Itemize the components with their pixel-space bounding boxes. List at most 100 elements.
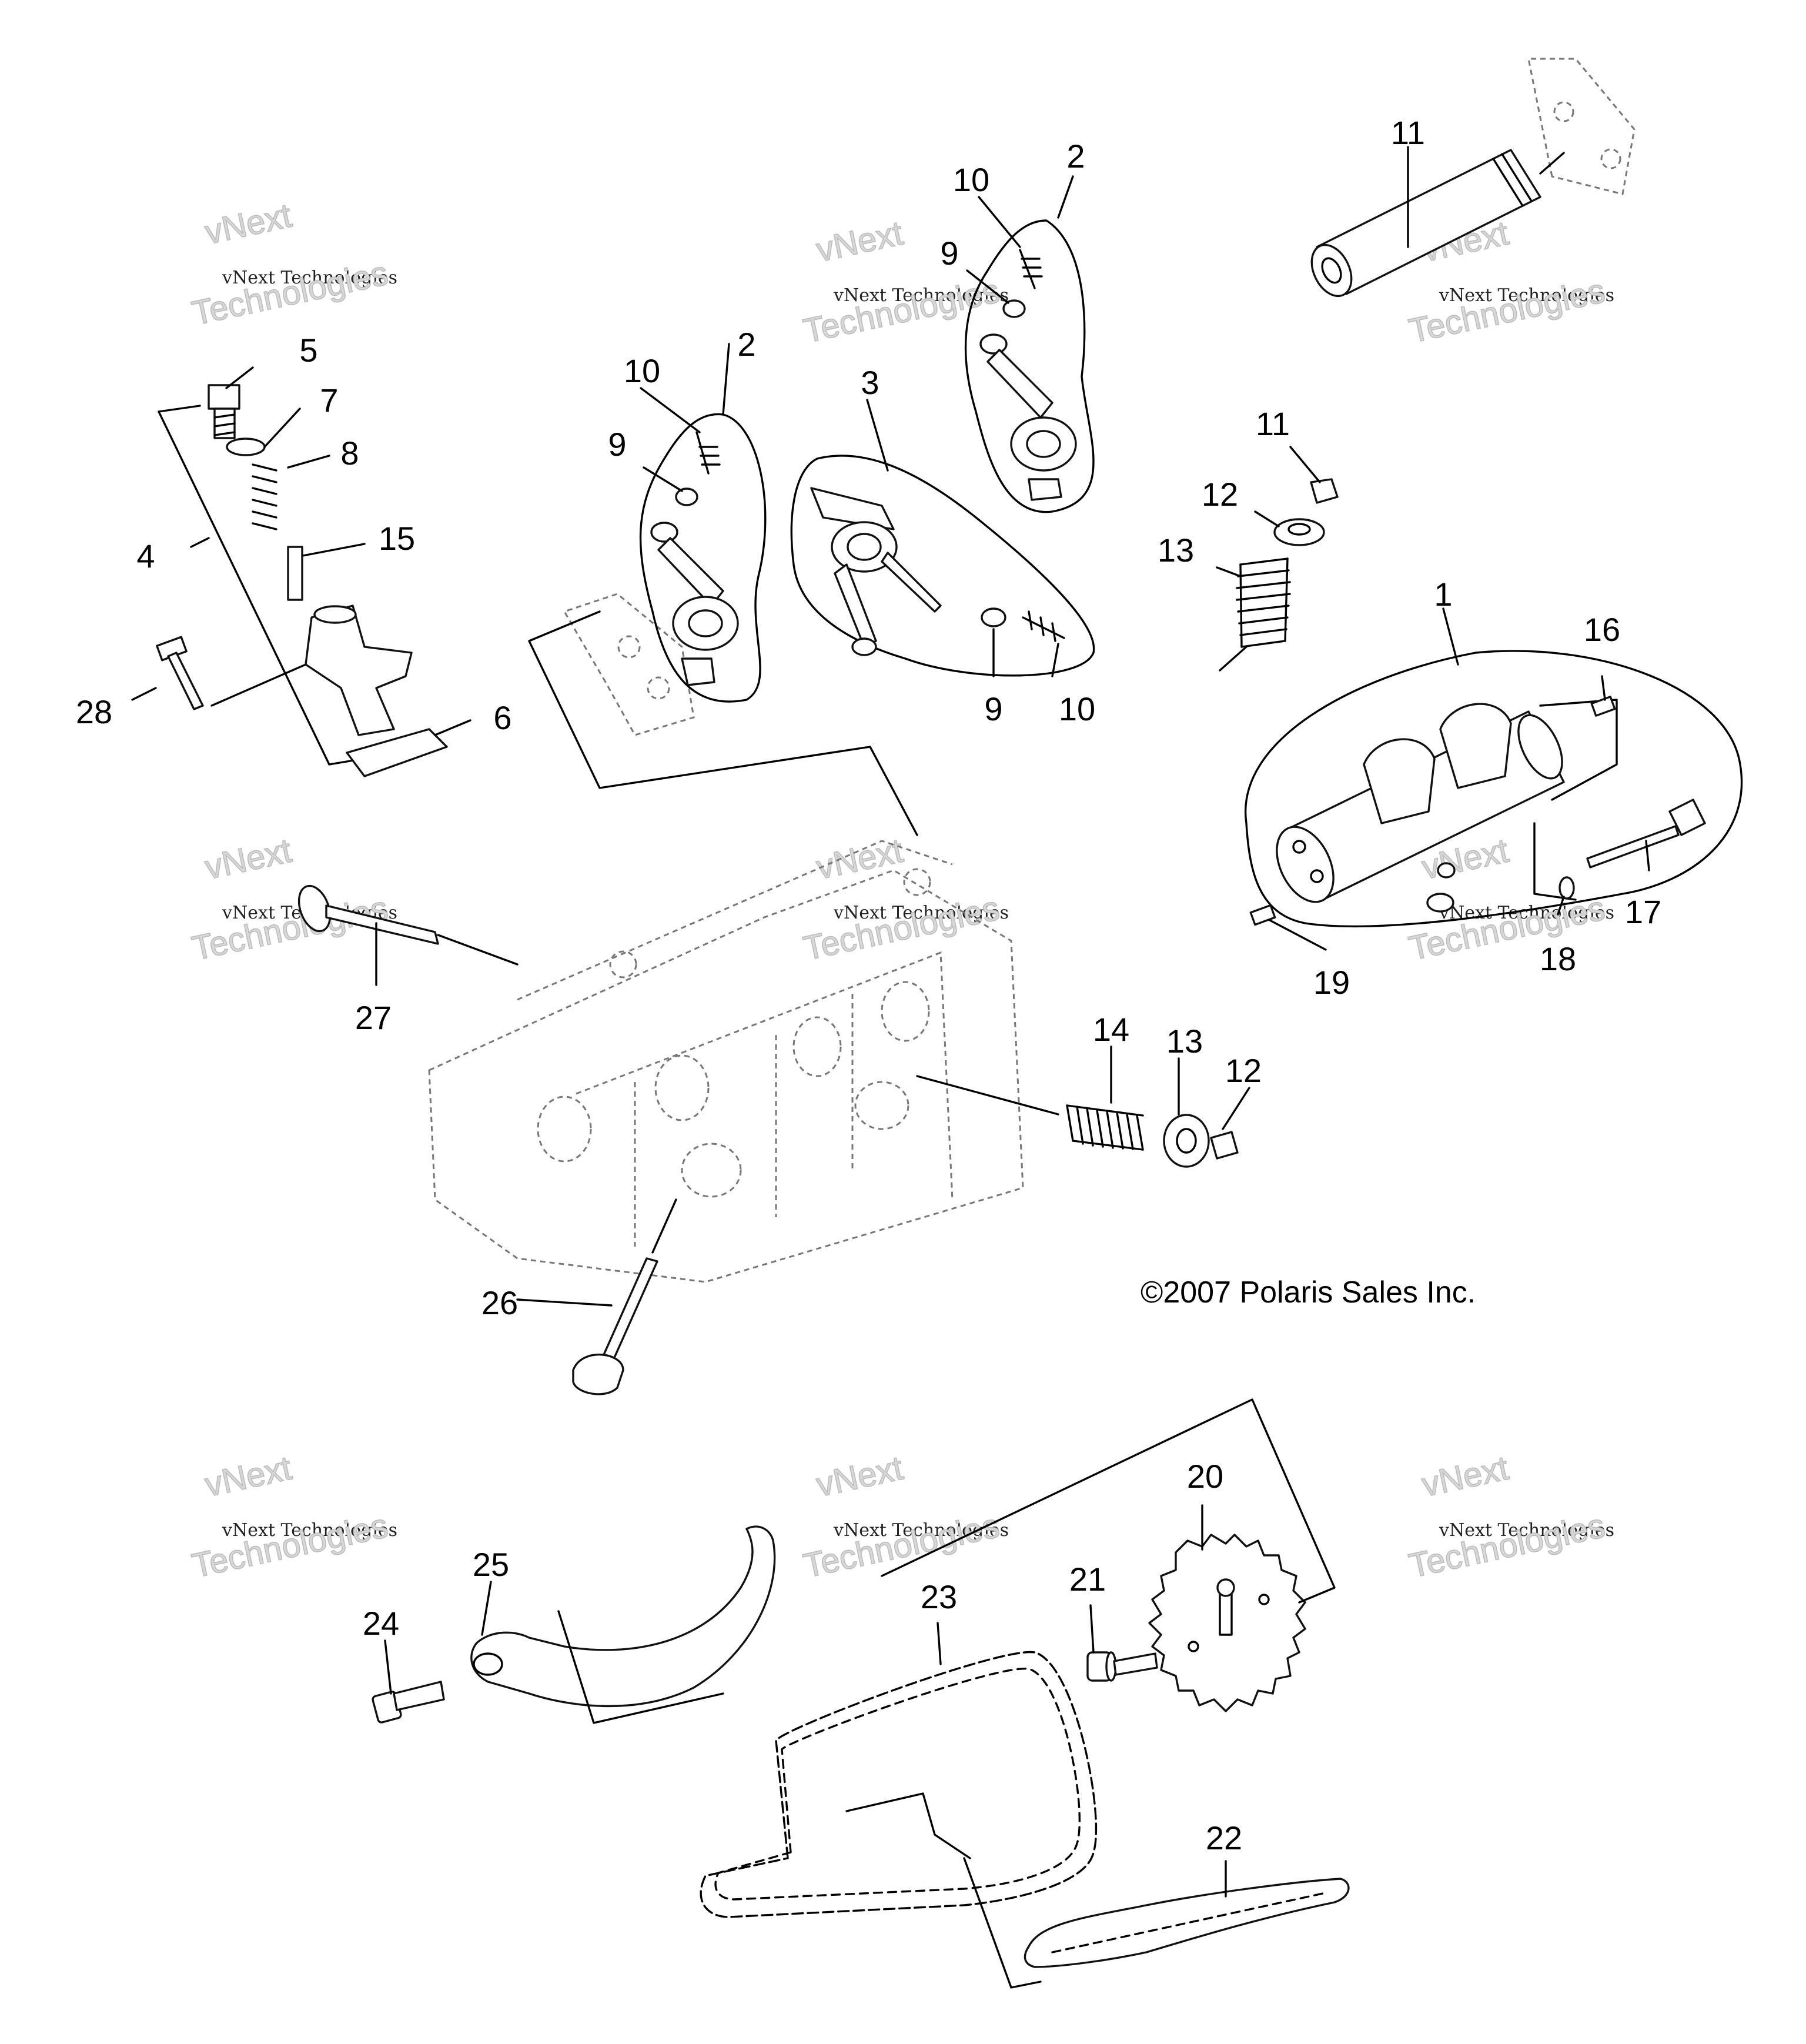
callout-label: 9 bbox=[940, 235, 958, 272]
callout-label: 20 bbox=[1187, 1458, 1223, 1495]
svg-text:vNext: vNext bbox=[1419, 1449, 1512, 1504]
svg-text:vNext: vNext bbox=[813, 214, 907, 269]
copyright-notice: ©2007 Polaris Sales Inc. bbox=[1141, 1275, 1476, 1310]
svg-text:vNext: vNext bbox=[202, 196, 295, 252]
callout-label: 2 bbox=[737, 326, 755, 363]
callout-label: 8 bbox=[340, 435, 359, 472]
tensioner-cap-bolt bbox=[208, 384, 240, 439]
watermark-bottom-right: vNext vNext Technologies Technologies bbox=[1405, 1448, 1614, 1586]
rocker-arm-center bbox=[810, 487, 942, 656]
watermark-bottom-left: vNext vNext Technologies Technologies bbox=[188, 1448, 397, 1586]
callout-label: 26 bbox=[481, 1284, 518, 1321]
rocker-arm-left bbox=[650, 522, 739, 686]
tensioner-spring bbox=[252, 463, 277, 530]
svg-text:vNext Technologies: vNext Technologies bbox=[833, 285, 1009, 306]
svg-text:vNext Technologies: vNext Technologies bbox=[1439, 903, 1614, 923]
camshaft-dowel bbox=[1249, 904, 1276, 926]
svg-text:Technologies: Technologies bbox=[1406, 272, 1608, 350]
exhaust-valve bbox=[297, 884, 519, 966]
decompressor-spring bbox=[1558, 876, 1575, 900]
rocker-arm-right bbox=[979, 333, 1077, 501]
rocker-shaft bbox=[1310, 149, 1565, 298]
svg-text:Technologies: Technologies bbox=[800, 272, 1003, 350]
callout-label: 25 bbox=[473, 1546, 509, 1583]
callout-label: 3 bbox=[861, 364, 879, 401]
callout-label: 5 bbox=[299, 332, 317, 369]
leader-lines bbox=[131, 146, 1650, 1898]
svg-text:Technologies: Technologies bbox=[189, 254, 392, 333]
valve-spring-lower bbox=[916, 1075, 1144, 1151]
callout-label: 12 bbox=[1202, 476, 1238, 513]
svg-text:Technologies: Technologies bbox=[800, 1507, 1003, 1585]
callout-label: 9 bbox=[608, 426, 626, 463]
rocker-arm-group-center bbox=[528, 455, 1095, 836]
watermark-top-center: vNext vNext Technologies Technologies bbox=[800, 213, 1009, 351]
camshaft-assembly bbox=[1244, 650, 1743, 928]
callout-label: 27 bbox=[355, 999, 392, 1036]
svg-text:Technologies: Technologies bbox=[189, 1507, 392, 1585]
watermark-bottom-center: vNext vNext Technologies Technologies bbox=[800, 1448, 1009, 1586]
callout-label: 21 bbox=[1069, 1561, 1106, 1598]
svg-text:vNext Technologies: vNext Technologies bbox=[222, 268, 397, 288]
rocker-adjuster-screw-center bbox=[1022, 610, 1065, 642]
svg-text:vNext: vNext bbox=[202, 831, 295, 887]
rocker-arm-group-left bbox=[639, 413, 767, 703]
watermark-top-left: vNext vNext Technologies Technologies bbox=[188, 196, 397, 333]
callout-label: 9 bbox=[984, 690, 1002, 727]
callout-label: 6 bbox=[493, 699, 511, 736]
svg-text:Technologies: Technologies bbox=[1406, 1507, 1608, 1585]
cam-sprocket bbox=[881, 1398, 1336, 1712]
tensioner-body bbox=[305, 604, 413, 736]
rocker-adjuster-screw-left bbox=[695, 431, 710, 475]
valve-keeper-upper bbox=[1310, 478, 1339, 504]
cam-chain bbox=[700, 1651, 1098, 1918]
callout-label: 13 bbox=[1166, 1023, 1203, 1060]
callout-label: 15 bbox=[379, 520, 415, 557]
rocker-adjuster-screw-right bbox=[1019, 249, 1036, 289]
rocker-nut-right bbox=[1002, 299, 1026, 318]
chain-tensioner-blade bbox=[470, 1525, 776, 1724]
callout-label: 28 bbox=[76, 693, 112, 730]
camshaft-pin bbox=[1590, 696, 1616, 717]
callout-label: 7 bbox=[320, 382, 338, 419]
svg-text:vNext Technologies: vNext Technologies bbox=[833, 903, 1009, 923]
svg-text:vNext Technologies: vNext Technologies bbox=[1439, 285, 1614, 306]
callout-label: 10 bbox=[953, 161, 989, 198]
callout-label: 23 bbox=[921, 1578, 957, 1615]
rocker-nut-center bbox=[981, 607, 1006, 627]
valve-retainer-lower bbox=[1163, 1114, 1210, 1168]
callout-label: 22 bbox=[1206, 1819, 1242, 1856]
callout-labels: 1 2 2 3 4 5 6 7 8 9 9 9 10 10 10 11 11 1… bbox=[76, 114, 1661, 1856]
tensioner-gasket bbox=[346, 728, 448, 777]
camshaft-ball bbox=[1437, 862, 1456, 879]
watermark-mid-left: vNext vNext Technologies Technologies bbox=[188, 831, 397, 968]
svg-text:Technologies: Technologies bbox=[800, 889, 1003, 968]
callout-label: 17 bbox=[1625, 893, 1661, 930]
valve-spring-upper bbox=[1219, 557, 1291, 672]
cylinder-head-ghost bbox=[428, 58, 1636, 1283]
callout-label: 13 bbox=[1158, 532, 1194, 569]
callout-label: 18 bbox=[1540, 940, 1576, 977]
callout-label: 11 bbox=[1391, 114, 1425, 151]
watermark-mid-center: vNext vNext Technologies Technologies bbox=[800, 831, 1009, 968]
callout-label: 12 bbox=[1225, 1052, 1262, 1089]
rocker-nut-left bbox=[675, 487, 698, 506]
callout-label: 10 bbox=[624, 352, 660, 389]
valve-retainer-upper bbox=[1273, 518, 1325, 546]
tensioner-plunger bbox=[287, 546, 303, 601]
svg-text:vNext: vNext bbox=[813, 831, 907, 887]
camshaft-bushing bbox=[1426, 893, 1454, 913]
callout-label: 10 bbox=[1059, 690, 1095, 727]
camshaft bbox=[1276, 703, 1565, 903]
svg-text:vNext Technologies: vNext Technologies bbox=[1439, 1520, 1614, 1541]
intake-valve bbox=[572, 1198, 677, 1395]
callout-label: 4 bbox=[136, 537, 155, 575]
svg-text:vNext Technologies: vNext Technologies bbox=[222, 1520, 397, 1541]
svg-text:vNext: vNext bbox=[813, 1449, 907, 1504]
callout-label: 16 bbox=[1584, 611, 1620, 648]
callout-label: 1 bbox=[1434, 576, 1452, 613]
decompressor-shaft bbox=[1586, 799, 1706, 869]
svg-text:Technologies: Technologies bbox=[189, 889, 392, 968]
callout-label: 2 bbox=[1066, 138, 1085, 175]
